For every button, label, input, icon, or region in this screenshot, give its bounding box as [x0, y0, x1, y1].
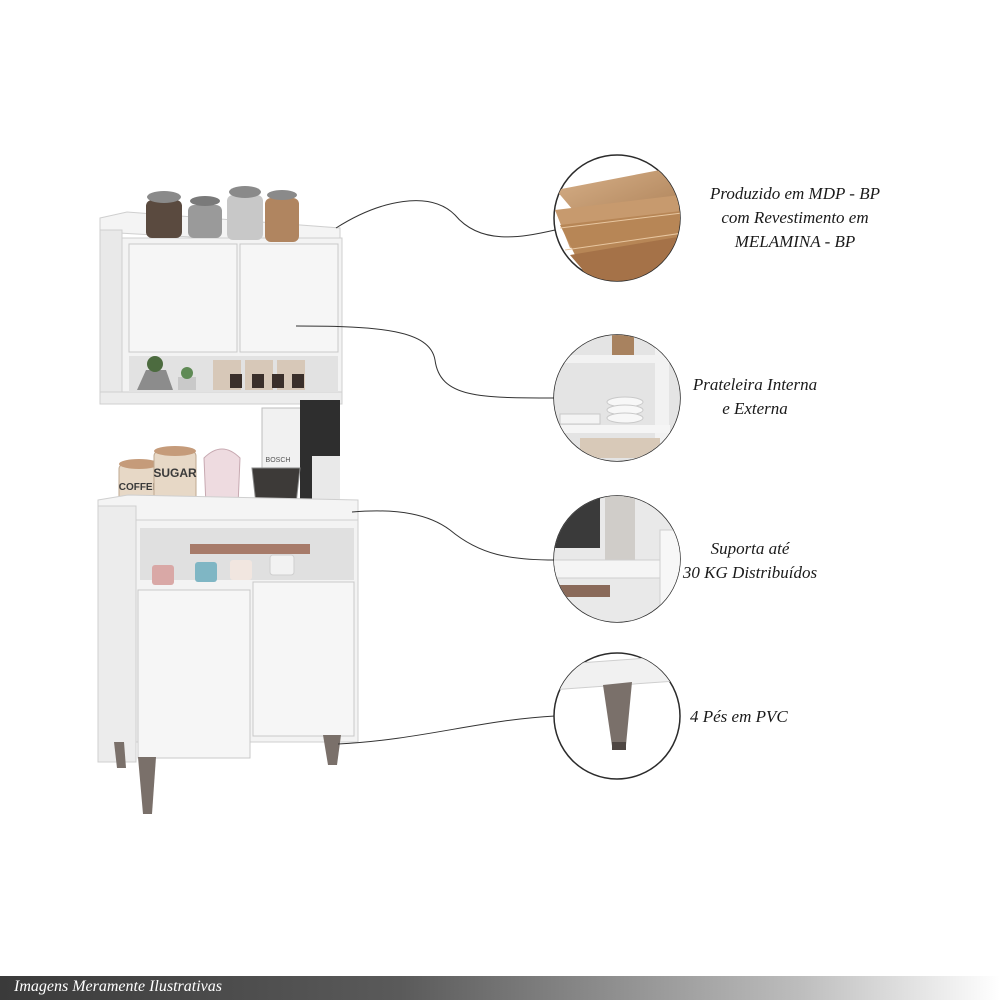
upper-right-door [239, 243, 339, 353]
leg [138, 757, 156, 814]
lower-right-door [252, 581, 355, 737]
shelf-icon [553, 334, 681, 462]
leg [323, 735, 341, 765]
leg [114, 742, 126, 768]
caption-line: Prateleira Interna [692, 375, 818, 394]
feature-caption-shelf: Prateleira Interna e Externa [680, 373, 830, 421]
lower-left-door [137, 589, 251, 759]
sugar-label: SUGAR [153, 466, 197, 480]
footer-bar: Imagens Meramente Ilustrativas [0, 976, 1000, 1000]
cups [152, 544, 310, 585]
upper-cabinet [99, 186, 343, 405]
pvc-foot-icon [553, 652, 681, 780]
jars [146, 186, 299, 242]
feature-caption-support: Suporta até 30 KG Distribuídos [680, 537, 820, 585]
footer-disclaimer: Imagens Meramente Ilustrativas [14, 978, 222, 995]
caption-line: 30 KG Distribuídos [682, 563, 818, 582]
caption-line: 4 Pés em PVC [690, 707, 788, 726]
caption-line: MELAMINA - BP [734, 232, 856, 251]
niche-items [137, 356, 305, 390]
caption-line: Produzido em MDP - BP [710, 184, 880, 203]
connector-lines [295, 200, 556, 745]
coffee-label: COFFEE [119, 482, 160, 493]
upper-left-door [128, 243, 238, 353]
caption-line: e Externa [722, 399, 788, 418]
feature-caption-mdp: Produzido em MDP - BP com Revestimento e… [680, 182, 910, 254]
mdp-board-icon [553, 154, 681, 282]
feature-caption-feet: 4 Pés em PVC [690, 705, 830, 729]
caption-line: Suporta até [710, 539, 790, 558]
brand-label: BOSCH [266, 457, 291, 464]
coffee-maker: BOSCH [251, 400, 340, 505]
lower-cabinet: BOSCH COFFEE SUGAR [97, 400, 359, 814]
caption-line: com Revestimento em [721, 208, 869, 227]
support-icon [553, 495, 681, 623]
